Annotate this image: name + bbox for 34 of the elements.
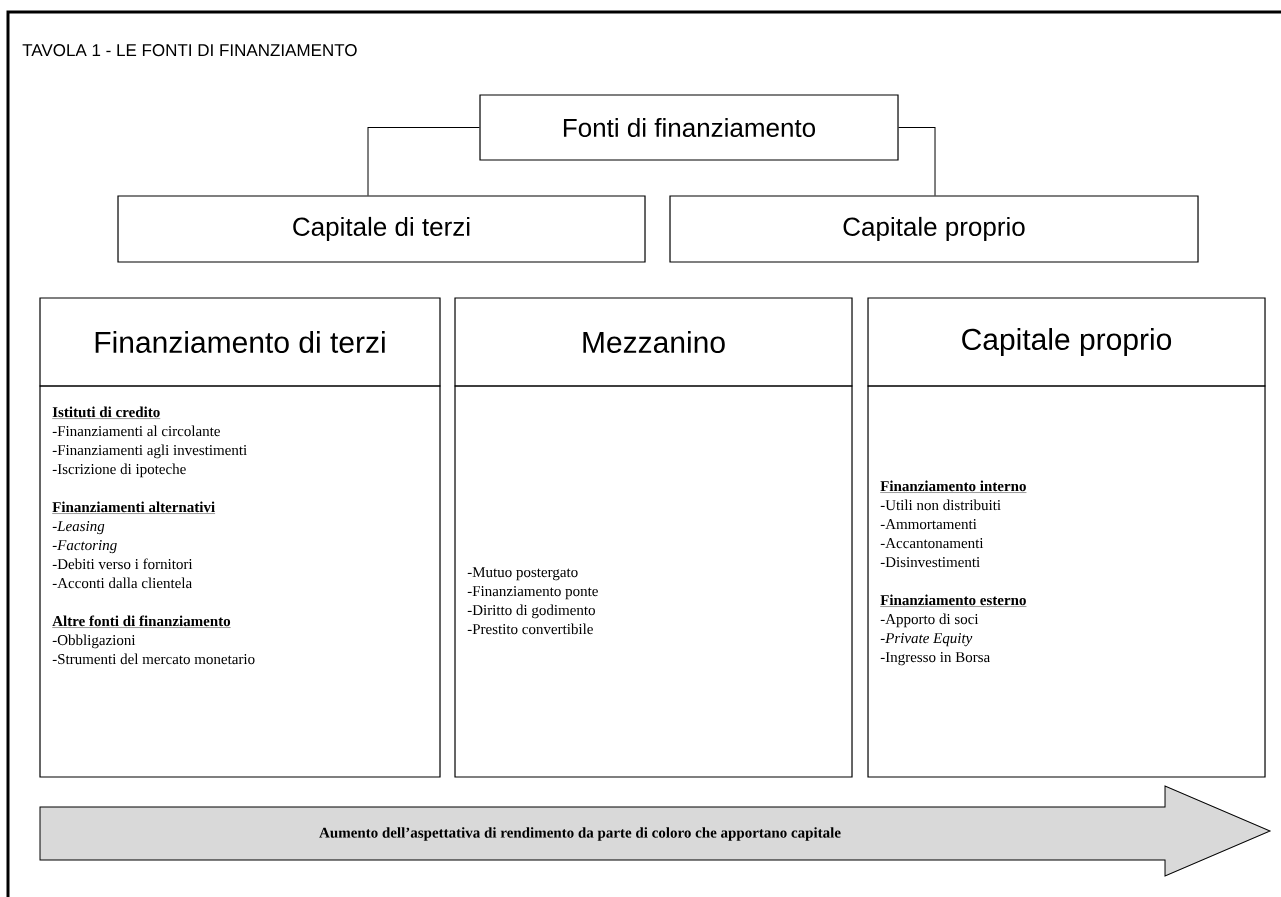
column-header-box: Capitale proprio bbox=[867, 297, 1266, 387]
list-item: -Accantonamenti bbox=[880, 538, 984, 549]
list-item: -Leasing bbox=[52, 521, 105, 535]
category-box: Capitale di terzi bbox=[117, 195, 646, 263]
list-item: -Strumenti del mercato monetario bbox=[52, 653, 255, 665]
column-header-box: Mezzanino bbox=[454, 297, 853, 387]
category-box: Capitale proprio bbox=[669, 195, 1199, 263]
list-heading: Istituti di credito bbox=[52, 406, 161, 419]
list-item: -Obbligazioni bbox=[52, 634, 136, 649]
category-box: Fonti di finanziamento bbox=[479, 94, 899, 161]
list-item: -Iscrizione di ipoteche bbox=[52, 463, 186, 478]
list-item: -Apporto di soci bbox=[880, 613, 979, 628]
list-item: -Ingresso in Borsa bbox=[880, 652, 990, 666]
list-item: -Private Equity bbox=[880, 633, 973, 647]
list-heading: Finanziamento interno bbox=[880, 480, 1027, 493]
list-heading: Finanziamenti alternativi bbox=[52, 501, 216, 514]
connector-line bbox=[898, 127, 936, 196]
list-heading: Altre fonti di finanziamento bbox=[52, 615, 231, 628]
list-item: -Ammortamenti bbox=[880, 519, 977, 530]
list-item: -Mutuo postergato bbox=[467, 567, 578, 581]
connector-line bbox=[367, 127, 480, 196]
list-heading: Finanziamento esterno bbox=[880, 594, 1027, 607]
title: TAVOLA 1 - LE FONTI DI FINANZIAMENTO bbox=[22, 44, 357, 57]
list-item: -Diritto di godimento bbox=[467, 604, 595, 619]
list-item: -Finanziamenti al circolante bbox=[52, 425, 220, 437]
list-item: -Prestito convertibile bbox=[467, 623, 593, 635]
list-item: -Disinvestimenti bbox=[880, 557, 980, 568]
list-item: -Factoring bbox=[52, 540, 117, 554]
list-item: -Utili non distribuiti bbox=[880, 499, 1001, 511]
list-item: -Finanziamenti agli investimenti bbox=[52, 444, 247, 459]
list-item: -Acconti dalla clientela bbox=[52, 577, 192, 589]
list-item: -Finanziamento ponte bbox=[467, 586, 598, 600]
list-item: -Debiti verso i fornitori bbox=[52, 558, 193, 570]
column-header-box: Finanziamento di terzi bbox=[39, 297, 441, 387]
